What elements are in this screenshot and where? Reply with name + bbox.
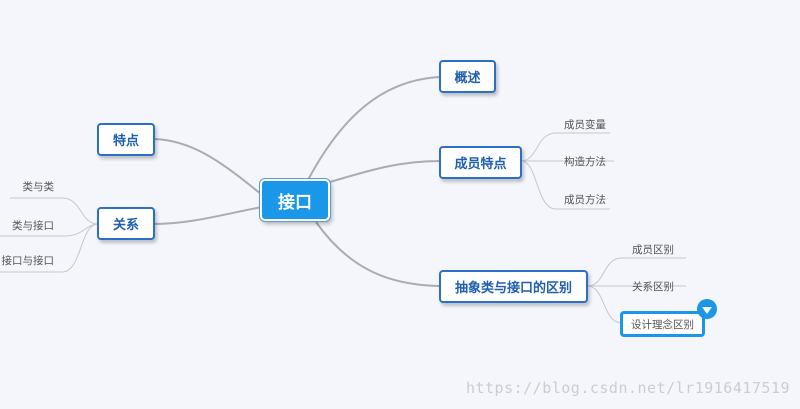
link-root-members [329,160,441,183]
sub-constructors[interactable]: 构造方法 [564,156,606,168]
link-members-fields [520,132,610,162]
sub-member-variables[interactable]: 成员变量 [564,119,606,131]
branch-abstract-vs-interface[interactable]: 抽象类与接口的区别 [439,270,588,303]
sub-class-class[interactable]: 类与类 [22,181,55,193]
sub-design-difference[interactable]: 设计理念区别 [620,311,705,337]
link-root-overview [307,76,441,181]
link-abstract-member [586,257,686,287]
branch-overview[interactable]: 概述 [439,60,496,93]
link-root-traits [153,138,263,196]
root-node[interactable]: 接口 [260,179,330,221]
link-members-methods [520,160,610,210]
sub-class-interface[interactable]: 类与接口 [12,220,54,232]
link-abstract-design [586,285,623,324]
sub-member-methods[interactable]: 成员方法 [564,194,606,206]
branch-traits[interactable]: 特点 [97,123,155,156]
link-relations-cc [10,197,99,225]
chevron-down-icon[interactable] [697,299,717,319]
collapse-arrow [702,306,712,314]
link-root-relations [153,206,263,225]
sub-member-difference[interactable]: 成员区别 [632,244,674,256]
watermark: https://blog.csdn.net/lr1916417519 [465,379,790,397]
branch-members[interactable]: 成员特点 [439,146,522,179]
sub-relation-difference[interactable]: 关系区别 [632,281,674,293]
link-relations-ii [0,223,99,273]
link-root-abstract [315,221,441,287]
branch-relations[interactable]: 关系 [97,207,155,240]
sub-interface-interface[interactable]: 接口与接口 [1,255,55,267]
